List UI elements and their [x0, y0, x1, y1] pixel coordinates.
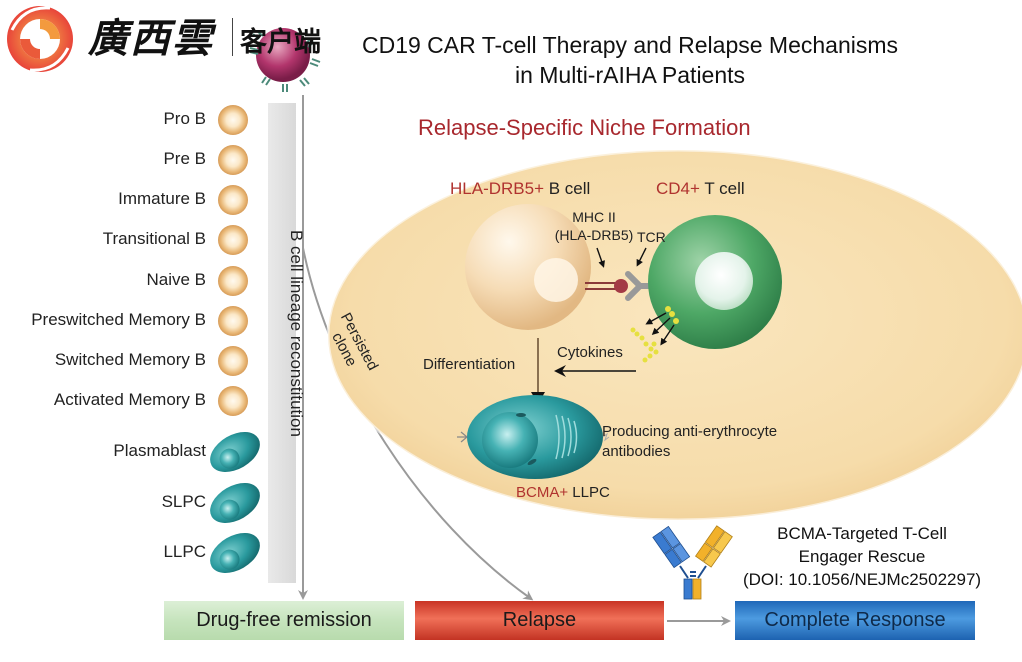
bcma-llpc-icon	[457, 395, 610, 479]
lineage-stage-label: Switched Memory B	[54, 350, 206, 369]
lineage-stage-label: Pre B	[163, 149, 206, 168]
b-cell-stage-icon	[218, 225, 248, 255]
lineage-cells	[210, 105, 260, 573]
t-cell-label: CD4+ T cell	[656, 179, 745, 199]
mhc-label: MHC II (HLA-DRB5)	[554, 208, 634, 244]
lineage-stage-label: Preswitched Memory B	[31, 310, 206, 329]
logo-client-label: 客户端	[240, 27, 321, 58]
logo-text: 廣西雲	[88, 15, 214, 62]
t-cell-name: T cell	[699, 179, 745, 198]
niche-title: Relapse-Specific Niche Formation	[418, 115, 751, 140]
rescue-line-1: BCMA-Targeted T-Cell	[777, 524, 947, 543]
llpc-name: LLPC	[568, 484, 610, 501]
hla-drb5-b-cell-icon	[465, 204, 591, 330]
cytokine-release-arrows	[645, 312, 675, 346]
rescue-doi: (DOI: 10.1056/NEJMc2502297)	[742, 570, 982, 589]
rescue-label: BCMA-Targeted T-Cell Engager Rescue (DOI…	[712, 522, 1012, 591]
producing-line-2: antibodies	[602, 443, 671, 460]
llpc-marker: BCMA+	[516, 484, 569, 501]
differentiation-label: Differentiation	[423, 356, 516, 373]
mhc-ii-icon	[585, 279, 628, 293]
mhc-line-1: MHC II	[572, 209, 616, 225]
b-cell-name: B cell	[544, 179, 591, 198]
llpc-label: BCMA+ LLPC	[516, 484, 610, 501]
rescue-line-2: Engager Rescue	[798, 547, 926, 566]
complete-box-bg	[735, 601, 975, 640]
b-cell-stage-icon	[218, 145, 248, 175]
lineage-stage-label: Pro B	[163, 109, 206, 128]
b-cell-stage-icon	[218, 306, 248, 336]
lineage-stage-label: Naive B	[146, 270, 206, 289]
producing-line-1: Producing anti-erythrocyte	[602, 423, 778, 440]
complete-response-box: Complete Response	[764, 608, 946, 631]
relapse-box: Relapse	[502, 608, 577, 631]
b-cell-stage-icon	[218, 386, 248, 416]
cd4-t-cell-icon	[648, 215, 782, 349]
drug-free-remission-box: Drug-free remission	[196, 608, 372, 631]
title-line-2: in Multi-rAIHA Patients	[514, 62, 746, 88]
logo-icon	[7, 6, 73, 72]
producing-antibodies-label: Producing anti-erythrocyte antibodies	[602, 422, 777, 462]
b-cell-marker: HLA-DRB5+	[450, 179, 545, 198]
t-cell-marker: CD4+	[656, 179, 700, 198]
plasma-cell-stage-icon	[210, 533, 260, 573]
lineage-bar	[268, 103, 296, 583]
figure-title: CD19 CAR T-cell Therapy and Relapse Mech…	[330, 30, 930, 90]
plasma-cell-stage-icon	[210, 432, 260, 472]
mhc-pointer	[596, 247, 605, 268]
b-cell-stage-icon	[218, 266, 248, 296]
lineage-stage-label: Plasmablast	[113, 441, 206, 460]
relapse-curve-arrow	[302, 247, 534, 601]
lineage-stage-label: SLPC	[161, 492, 206, 511]
lineage-stage-label: Activated Memory B	[53, 390, 206, 409]
b-cell-stage-icon	[218, 185, 248, 215]
bispecific-antibody-icon	[652, 525, 733, 600]
lineage-stage-label: Transitional B	[102, 229, 206, 248]
relapse-box-bg	[415, 601, 664, 640]
b-cell-stage-icon	[218, 105, 248, 135]
remission-box-bg	[164, 601, 404, 640]
mhc-line-2: (HLA-DRB5)	[554, 227, 634, 243]
lineage-stage-label: Immature B	[118, 189, 206, 208]
cytokines-label: Cytokines	[557, 344, 623, 361]
title-line-1: CD19 CAR T-cell Therapy and Relapse Mech…	[361, 32, 899, 58]
cytokines-icon	[630, 306, 679, 363]
plasma-cell-stage-icon	[210, 483, 260, 523]
logo-divider	[232, 18, 233, 56]
b-cell-stage-icon	[218, 346, 248, 376]
tcr-pointer	[636, 247, 647, 267]
b-cell-label: HLA-DRB5+ B cell	[450, 179, 590, 199]
car-t-cell-icon	[249, 28, 321, 92]
lineage-axis-label: B cell lineage reconstitution	[287, 230, 306, 437]
lineage-stage-label: LLPC	[163, 542, 206, 561]
tcr-label: TCR	[637, 229, 666, 245]
